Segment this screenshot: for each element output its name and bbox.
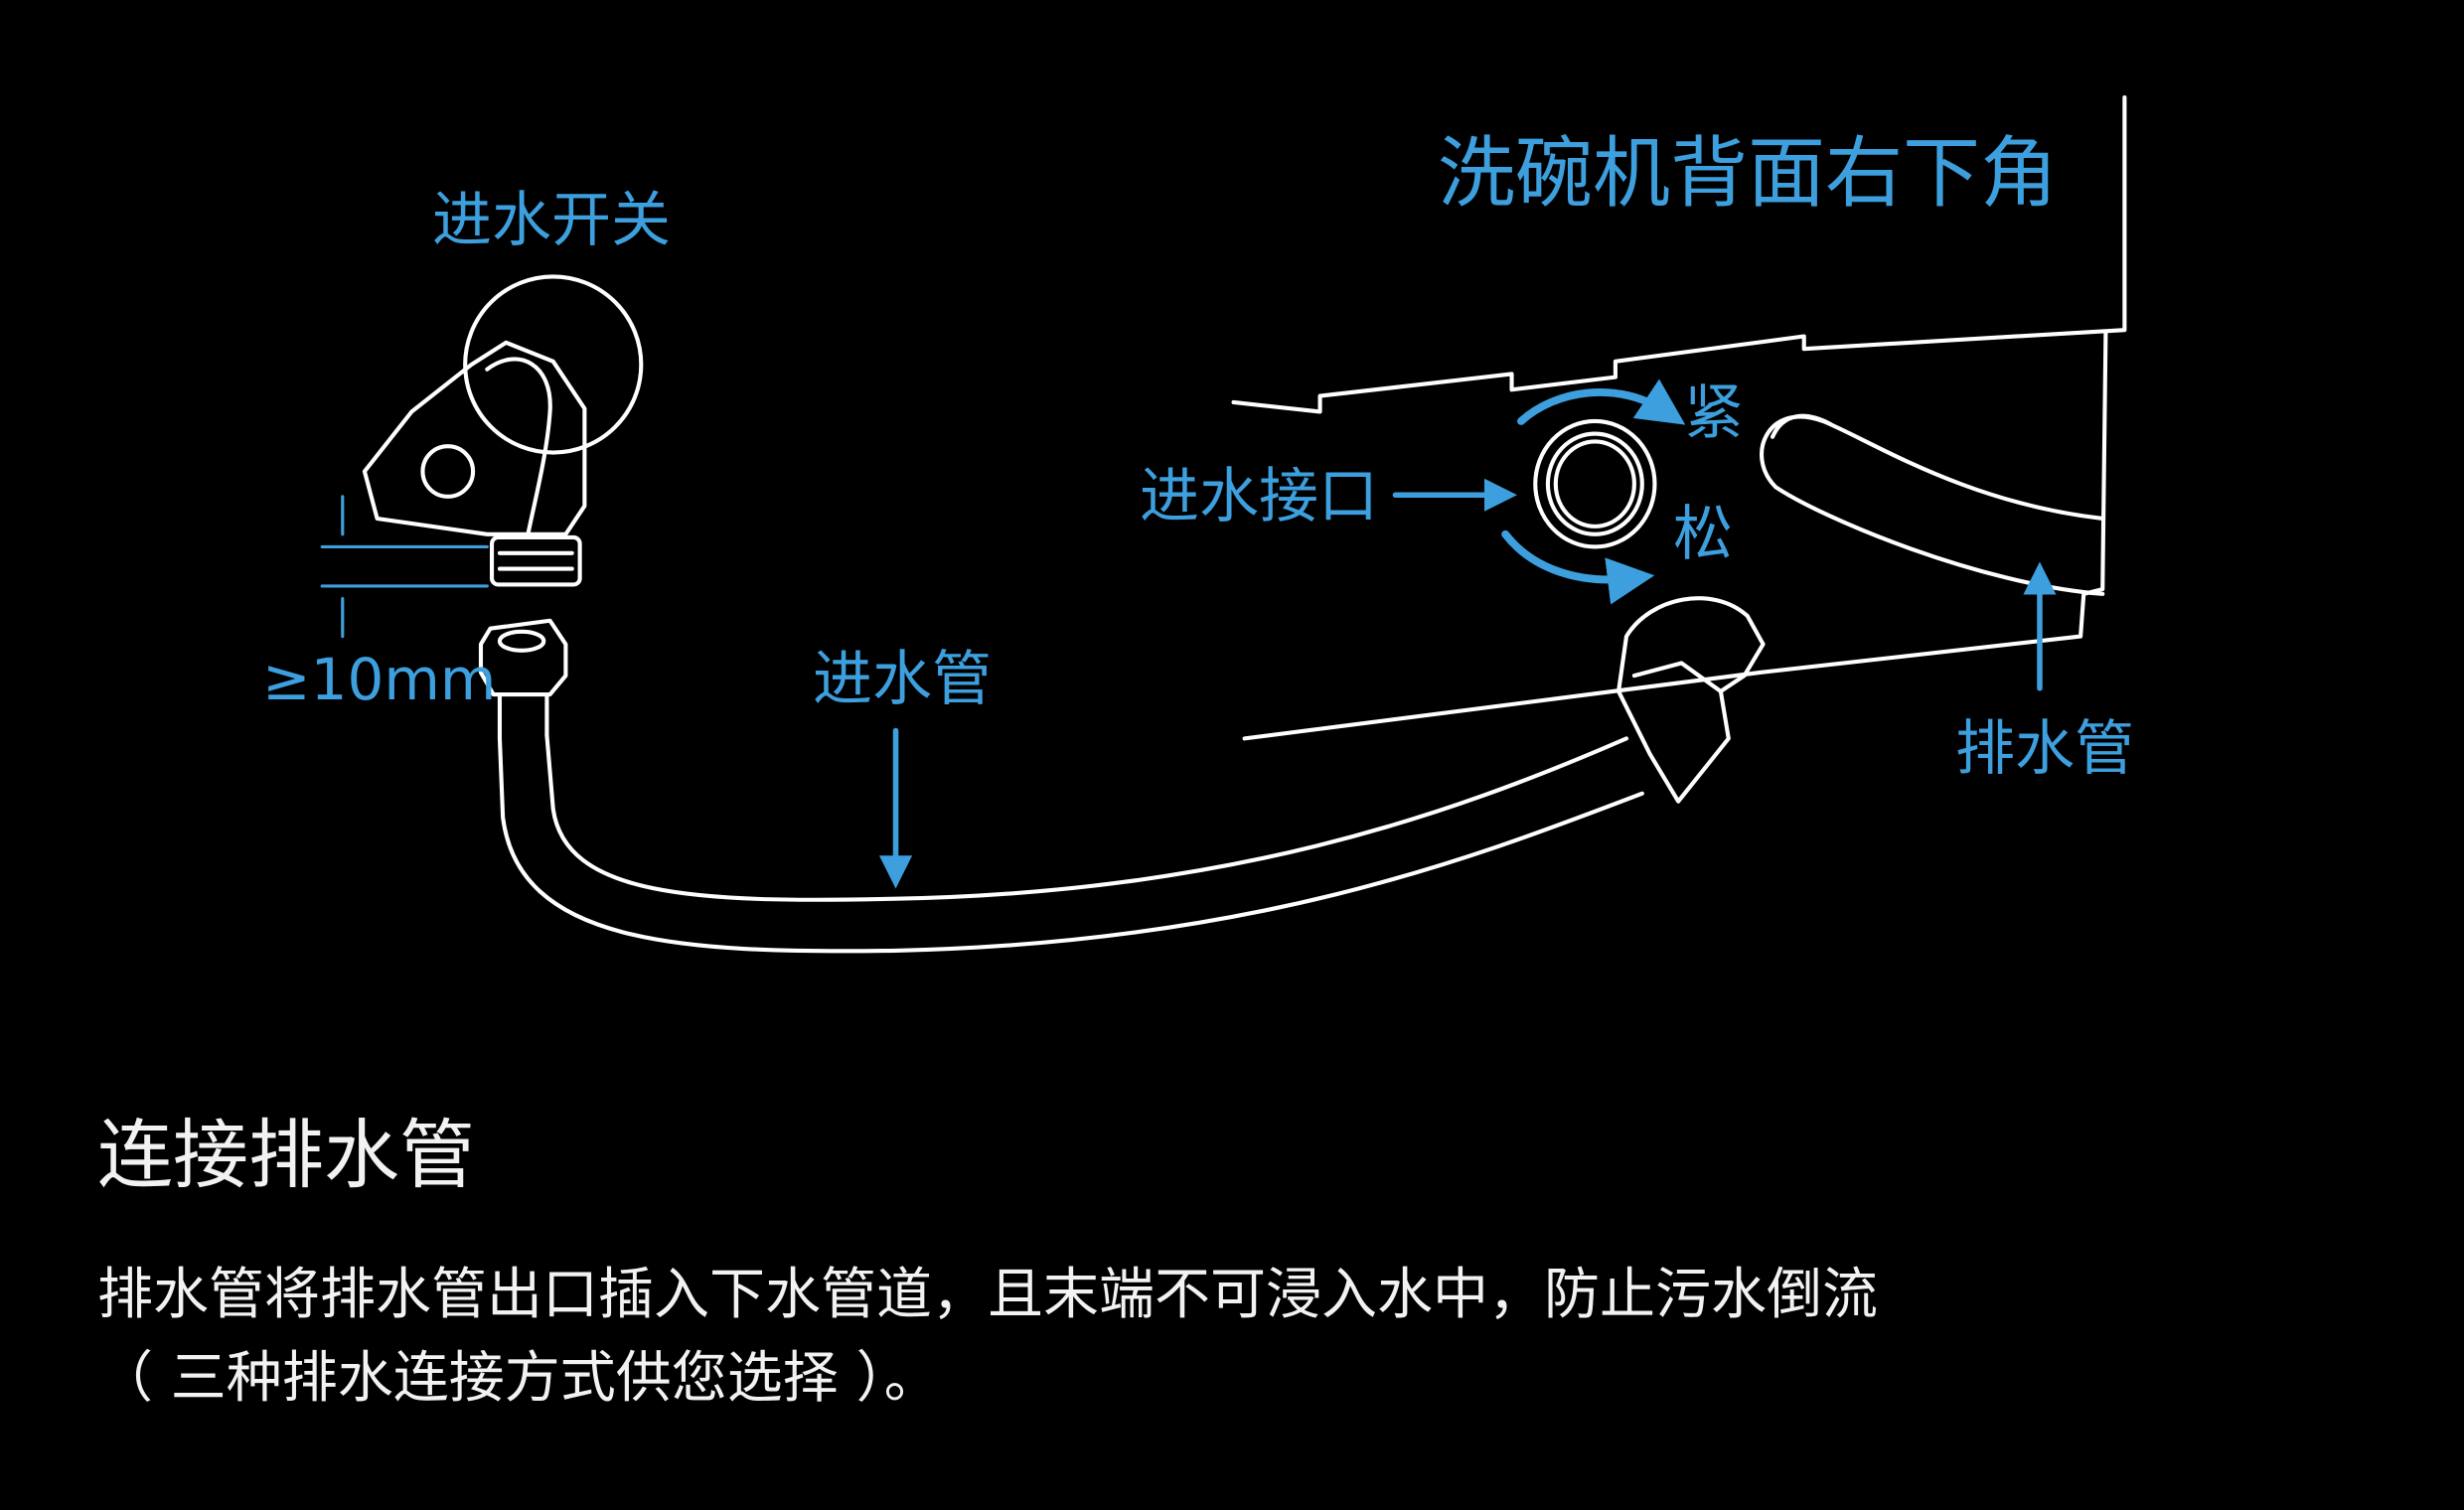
inlet-valve-label: 进水开关	[432, 186, 671, 255]
clearance-dimension	[320, 495, 489, 639]
inlet-port-label: 进水接口	[1140, 462, 1378, 531]
drain-hose-drawing	[1760, 413, 2105, 596]
tighten-arrow	[1517, 378, 1686, 425]
dishwasher-outline	[1231, 95, 2127, 741]
inlet-hose-label: 进水管	[813, 645, 992, 714]
blue-arrows	[320, 378, 2057, 889]
machine-corner-label: 洗碗机背面右下角	[1438, 129, 2059, 219]
body-line-2: （ 三种排水连接方式供您选择 ）。	[97, 1346, 940, 1411]
section-body: 排水管将排水管出口插入下水管道，且末端不可浸入水中，防止污水倒流 （ 三种排水连…	[97, 1254, 1878, 1421]
loosen-arrow	[1501, 529, 1655, 605]
inlet-hose-drawing	[497, 596, 1766, 954]
hose-fitting-drawing	[478, 618, 568, 741]
drain-hose-label: 排水管	[1955, 714, 2134, 784]
inlet-port-ring	[1533, 418, 1657, 549]
clearance-label: ≥10mm	[262, 646, 497, 713]
tighten-label: 紧	[1684, 378, 1744, 448]
section-title: 连接排水管	[97, 1111, 475, 1199]
inlet-valve-drawing	[362, 274, 644, 587]
body-line-1: 排水管将排水管出口插入下水管道，且末端不可浸入水中，防止污水倒流	[97, 1263, 1878, 1327]
loosen-label: 松	[1673, 500, 1733, 569]
